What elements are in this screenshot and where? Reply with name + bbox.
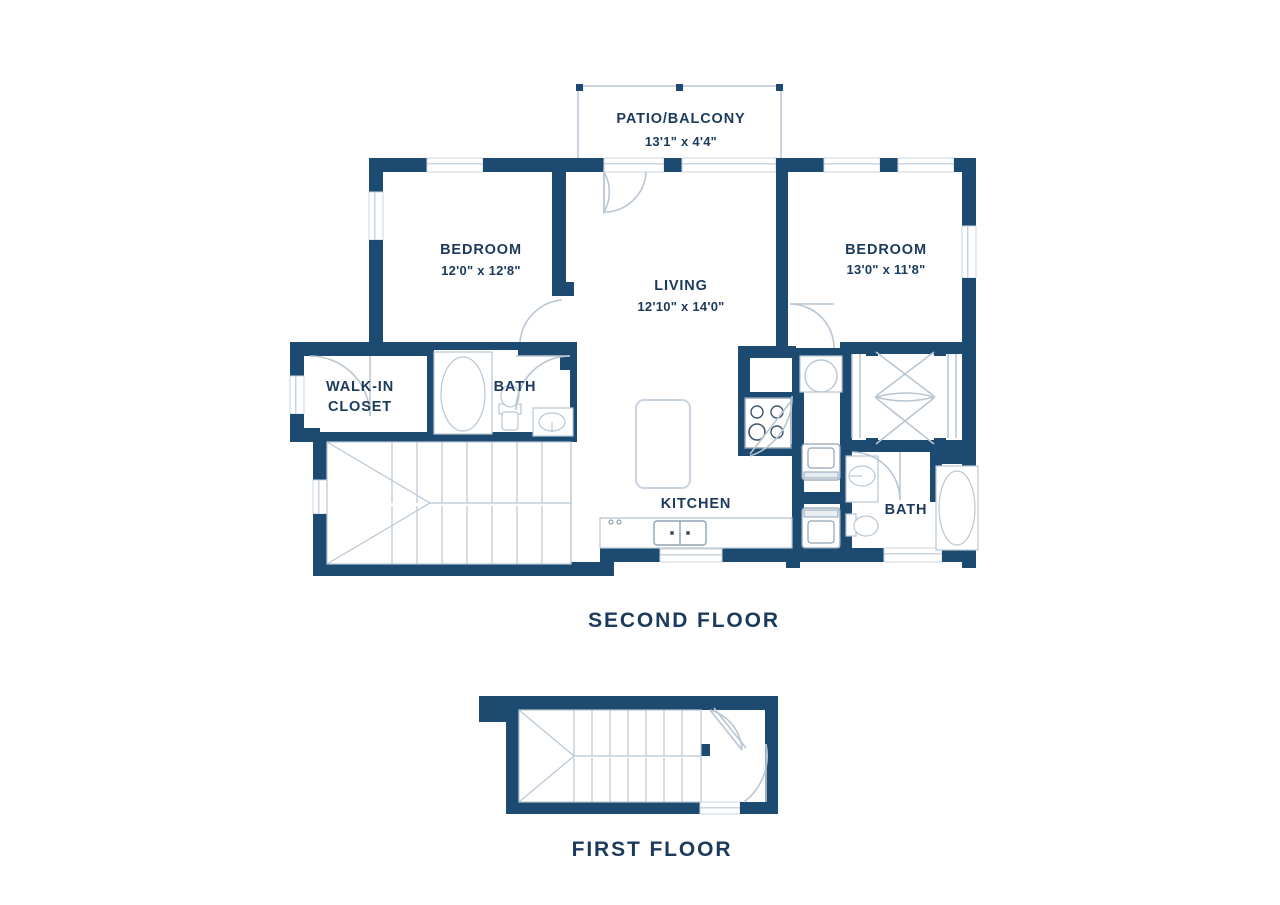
staircase-second-floor bbox=[326, 441, 572, 565]
vanity-sink-left bbox=[532, 407, 574, 437]
bedroom-right-label: BEDROOM bbox=[845, 242, 927, 258]
patio-balcony-dimensions: 13'1" x 4'4" bbox=[645, 134, 717, 149]
bedroom-left-label: BEDROOM bbox=[440, 242, 522, 258]
water-heater-round bbox=[799, 355, 843, 393]
dryer bbox=[801, 507, 841, 549]
washer bbox=[801, 443, 841, 481]
kitchen-sink-double bbox=[653, 520, 707, 546]
bathtub-oval-left bbox=[433, 351, 493, 435]
toilet-right bbox=[845, 513, 879, 537]
bath-left-label: BATH bbox=[494, 379, 537, 395]
living-label: LIVING bbox=[654, 278, 708, 294]
living-dimensions: 12'10" x 14'0" bbox=[637, 299, 724, 314]
patio-balcony-label: PATIO/BALCONY bbox=[616, 111, 745, 127]
second-floor-plan: PATIO/BALCONY 13'1" x 4'4" BEDROOM 12'0"… bbox=[289, 84, 979, 632]
kitchen-label: KITCHEN bbox=[661, 496, 732, 512]
vanity-sink-right bbox=[845, 455, 879, 503]
second-floor-title: SECOND FLOOR bbox=[588, 609, 780, 632]
toilet-left bbox=[498, 384, 522, 431]
closet-door-first-floor bbox=[709, 707, 747, 751]
range-stove bbox=[744, 397, 792, 449]
patio-balcony-room bbox=[576, 84, 783, 161]
bath-right-label: BATH bbox=[885, 502, 928, 518]
staircase-first-floor bbox=[518, 709, 702, 803]
bedroom-left-dimensions: 12'0" x 12'8" bbox=[441, 263, 521, 278]
door-swings bbox=[309, 169, 901, 501]
first-floor-title: FIRST FLOOR bbox=[572, 838, 733, 861]
first-floor-plan: FIRST FLOOR bbox=[479, 696, 778, 861]
walkin-closet-label-line2: CLOSET bbox=[328, 399, 392, 415]
kitchen-island bbox=[635, 399, 691, 489]
bathtub-oval-right bbox=[935, 465, 979, 551]
entry-door-first-floor bbox=[743, 743, 768, 803]
counter-faucet bbox=[608, 519, 622, 525]
bedroom-right-dimensions: 13'0" x 11'8" bbox=[846, 262, 925, 277]
walkin-closet-label-line1: WALK-IN bbox=[326, 379, 394, 395]
bifold-closet-doors bbox=[851, 351, 957, 445]
